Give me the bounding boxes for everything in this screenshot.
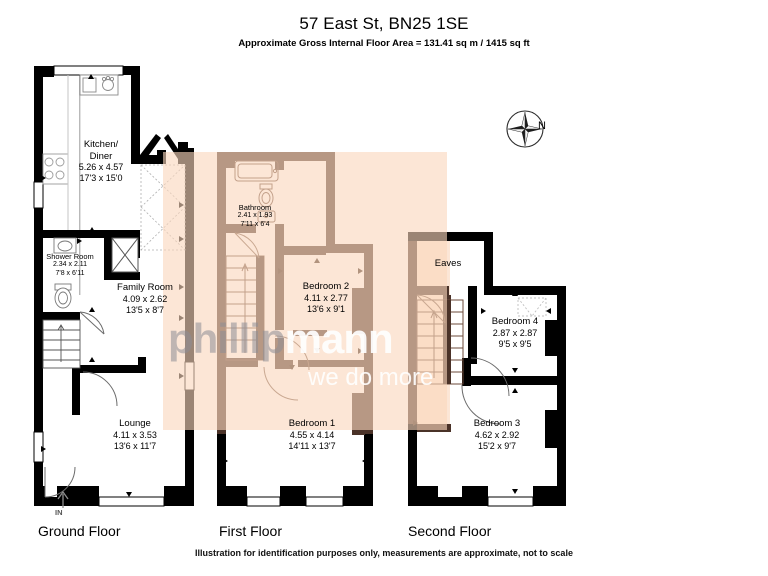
floor-title-ground: Ground Floor (38, 523, 121, 539)
room-label-family-room: Family Room 4.09 x 2.62 13'5 x 8'7 (117, 282, 173, 315)
room-label-eaves: Eaves (434, 258, 462, 269)
room-label-bedroom-1: Bedroom 1 4.55 x 4.14 14'11 x 13'7 (288, 418, 336, 451)
room-label-bedroom-3: Bedroom 3 4.62 x 2.92 15'2 x 9'7 (473, 418, 521, 451)
room-label-shower-room: Shower Room 2.34 x 2.11 7'8 x 6'11 (46, 252, 94, 277)
room-label-bedroom-2: Bedroom 2 4.11 x 2.77 13'6 x 9'1 (302, 281, 350, 314)
floor-title-first: First Floor (219, 523, 282, 539)
room-label-lounge: Lounge 4.11 x 3.53 13'6 x 11'7 (113, 418, 157, 451)
second-floor-plan (408, 232, 566, 507)
page-title: 57 East St, BN25 1SE (299, 14, 469, 33)
entrance-label: IN (55, 508, 63, 517)
compass-rose-icon (504, 108, 546, 155)
entrance-arrow-icon (57, 490, 69, 508)
disclaimer-note: Illustration for identification purposes… (195, 548, 573, 558)
room-label-bathroom: Bathroom 2.41 x 1.93 7'11 x 6'4 (237, 203, 273, 228)
compass-north-label: N (538, 120, 546, 132)
floor-title-second: Second Floor (408, 523, 492, 539)
floor-area-subtitle: Approximate Gross Internal Floor Area = … (238, 38, 530, 49)
room-label-kitchen-diner: Kitchen/ Diner 5.26 x 4.57 17'3 x 15'0 (78, 139, 124, 184)
room-label-bedroom-4: Bedroom 4 2.87 x 2.87 9'5 x 9'5 (491, 316, 539, 349)
